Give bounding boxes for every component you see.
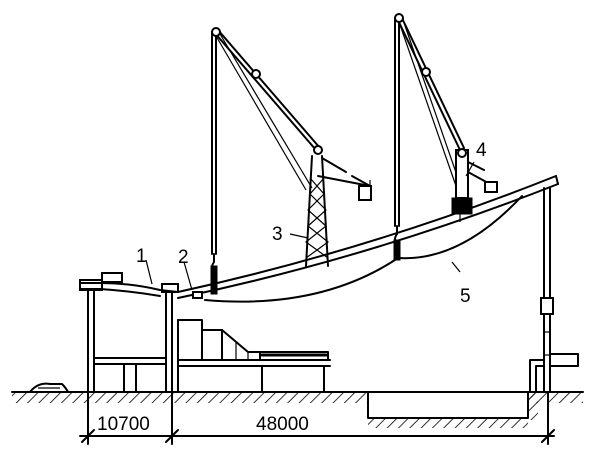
label-3: 3: [272, 224, 283, 245]
crane-1: [211, 27, 372, 267]
ground: [11, 382, 584, 428]
label-5: 5: [460, 286, 471, 307]
lifting-cables: [192, 17, 401, 299]
dimension-lines: [79, 391, 555, 445]
right-support-column: [529, 187, 579, 393]
stepped-block: [177, 319, 331, 393]
dimension-left-span: 10700: [97, 414, 150, 435]
crane-2: [394, 13, 498, 222]
left-support-frame: [79, 272, 179, 393]
dimension-main-span: 48000: [256, 414, 309, 435]
main-truss: [177, 175, 559, 303]
label-4: 4: [476, 140, 487, 161]
callouts: [145, 161, 475, 291]
label-2: 2: [178, 247, 189, 268]
label-1: 1: [136, 246, 147, 267]
